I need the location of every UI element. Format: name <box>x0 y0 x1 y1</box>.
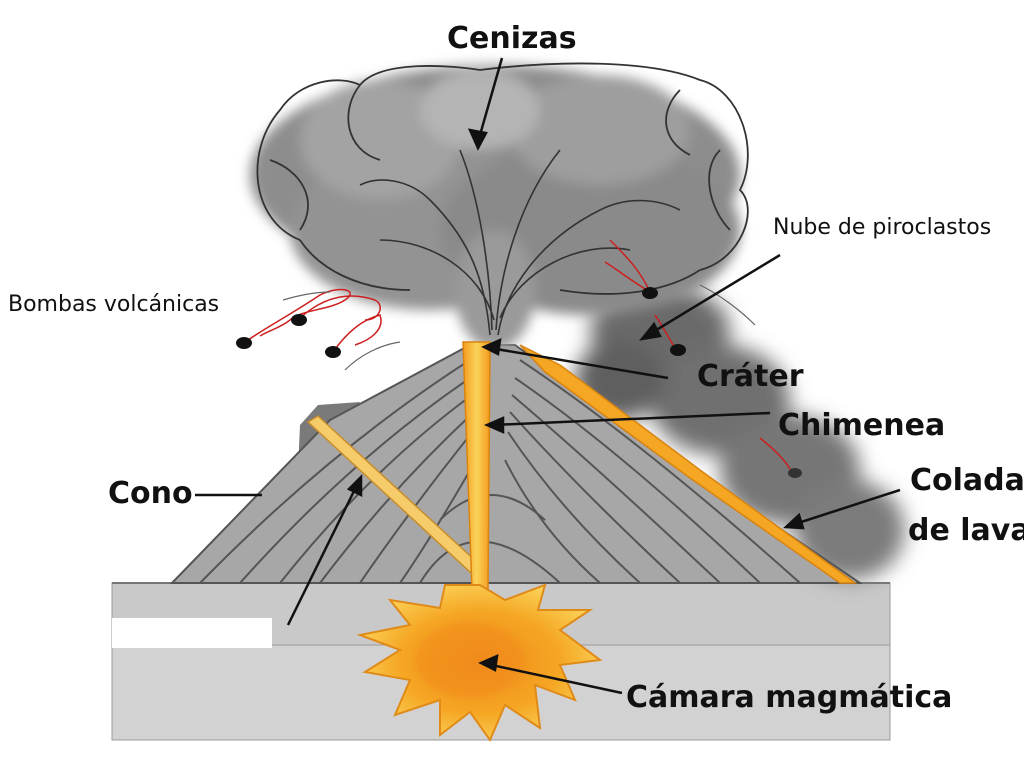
bomb <box>642 287 658 299</box>
label-crater: Cráter <box>697 359 804 394</box>
arrow-dike <box>286 482 360 626</box>
arrow-nube <box>647 253 781 337</box>
ash-plume-veins <box>359 149 681 336</box>
ash-plume-outline <box>256 62 749 295</box>
label-colada-line1: Colada <box>910 463 1024 498</box>
label-chimenea: Chimenea <box>778 408 945 443</box>
arrow-colada <box>791 488 901 527</box>
pointer-arrows <box>195 57 901 695</box>
bomb <box>291 314 307 326</box>
label-nube-piroclastos: Nube de piroclastos <box>773 215 991 240</box>
bomb <box>236 337 252 349</box>
label-cono: Cono <box>108 476 193 511</box>
ash-plume <box>250 62 749 350</box>
bomb <box>670 344 686 356</box>
label-colada-line2: de lava <box>908 513 1024 548</box>
lava-flow <box>519 344 858 584</box>
arrow-cenizas <box>476 57 504 143</box>
cone-body <box>169 344 864 584</box>
blank-label-box <box>112 618 272 648</box>
volcanic-bombs-left <box>236 288 401 371</box>
bomb <box>325 346 341 358</box>
arrow-chimenea <box>492 411 771 427</box>
label-cenizas: Cenizas <box>447 21 577 56</box>
volcano-cone <box>169 344 864 584</box>
label-bombas-volcanicas: Bombas volcánicas <box>8 292 219 317</box>
label-camara-magmatica: Cámara magmática <box>626 680 952 715</box>
labels: Cenizas Nube de piroclastos Bombas volcá… <box>8 21 1024 715</box>
volcanic-bombs-right <box>604 239 802 478</box>
arrow-crater <box>489 346 669 380</box>
bomb <box>788 468 802 478</box>
arrow-camara <box>486 662 623 695</box>
